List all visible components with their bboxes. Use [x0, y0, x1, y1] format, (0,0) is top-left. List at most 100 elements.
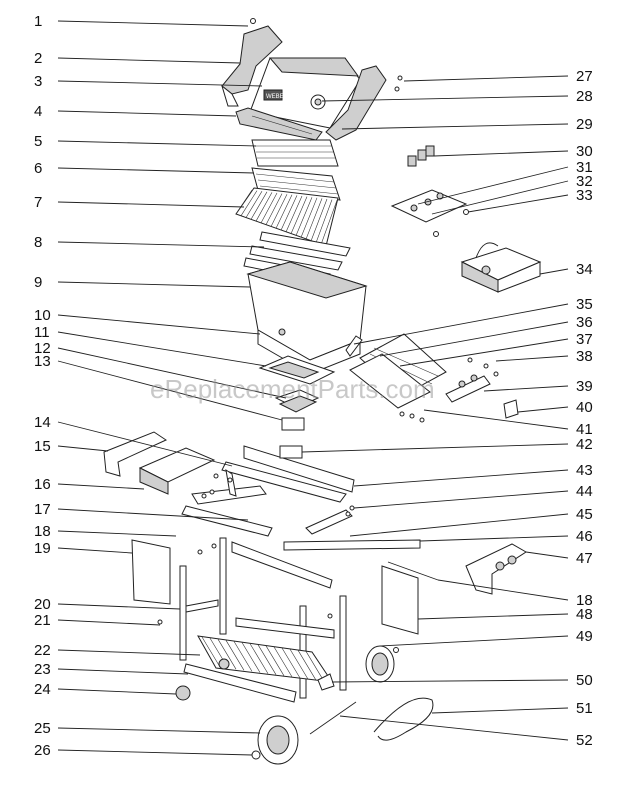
callout-number[interactable]: 16 — [34, 476, 51, 493]
cart-frame-top[interactable] — [181, 461, 421, 551]
callout-number[interactable]: 18 — [34, 523, 51, 540]
callout-number[interactable]: 9 — [34, 274, 42, 291]
callout-number[interactable]: 1 — [34, 13, 42, 30]
lid-front-handle[interactable] — [235, 107, 323, 141]
gas-regulator[interactable] — [460, 242, 542, 293]
callout-number[interactable]: 40 — [576, 399, 593, 416]
callout-number[interactable]: 21 — [34, 612, 51, 629]
callout-number[interactable]: 5 — [34, 133, 42, 150]
callout-number[interactable]: 32 — [576, 173, 593, 190]
callout-number[interactable]: 37 — [576, 331, 593, 348]
panel-screw[interactable] — [463, 209, 469, 215]
lid-handle-left[interactable] — [221, 25, 283, 107]
callout-number[interactable]: 43 — [576, 462, 593, 479]
front-panel[interactable] — [243, 445, 355, 493]
callout-number[interactable]: 33 — [576, 187, 593, 204]
callout-number[interactable]: 10 — [34, 307, 51, 324]
burner-tubes[interactable] — [349, 333, 447, 409]
leader-line — [57, 80, 263, 87]
burner-screws[interactable] — [399, 411, 425, 423]
callout-number[interactable]: 7 — [34, 194, 42, 211]
leader-line — [57, 241, 265, 248]
callout-number[interactable]: 29 — [576, 116, 593, 133]
callout-number[interactable]: 22 — [34, 642, 51, 659]
lid-screw[interactable] — [250, 18, 256, 24]
bottom-shelf[interactable] — [197, 635, 334, 683]
control-panel-trim[interactable] — [465, 543, 527, 595]
control-knobs[interactable] — [407, 145, 435, 167]
callout-number[interactable]: 31 — [576, 159, 593, 176]
cookbox[interactable] — [246, 261, 368, 375]
tank-bracket[interactable] — [317, 673, 335, 691]
cart-screws[interactable] — [201, 473, 355, 517]
callout-number[interactable]: 14 — [34, 414, 51, 431]
shelf-wire — [233, 641, 253, 672]
callout-number[interactable]: 13 — [34, 353, 51, 370]
manifold[interactable] — [445, 374, 491, 403]
callout-number[interactable]: 50 — [576, 672, 593, 689]
callout-number[interactable]: 48 — [576, 606, 593, 623]
callout-number[interactable]: 24 — [34, 681, 51, 698]
callout-number[interactable]: 6 — [34, 160, 42, 177]
drip-tray[interactable] — [274, 389, 320, 431]
lid-handle-right[interactable] — [325, 65, 387, 141]
cooking-grates[interactable] — [235, 187, 339, 247]
callout-number[interactable]: 52 — [576, 732, 593, 749]
callout-number[interactable]: 20 — [34, 596, 51, 613]
callout-number[interactable]: 28 — [576, 88, 593, 105]
warming-rack[interactable] — [251, 139, 339, 167]
callout-number[interactable]: 45 — [576, 506, 593, 523]
callout-number[interactable]: 18 — [576, 592, 593, 609]
side-panel-left[interactable] — [131, 539, 171, 605]
flavorizer-bars[interactable] — [251, 167, 341, 201]
callout-number[interactable]: 27 — [576, 68, 593, 85]
callout-number[interactable]: 11 — [34, 324, 50, 341]
tank-scale[interactable] — [309, 701, 357, 735]
callout-number[interactable]: 46 — [576, 528, 593, 545]
lid-bolt[interactable] — [397, 75, 403, 81]
callout-number[interactable]: 47 — [576, 550, 593, 567]
control-panel[interactable] — [390, 189, 468, 223]
callout-number[interactable]: 23 — [34, 661, 51, 678]
bracket[interactable] — [503, 399, 519, 419]
igniter-wire[interactable] — [345, 335, 363, 357]
callout-number[interactable]: 41 — [576, 421, 593, 438]
side-panel-right[interactable] — [381, 561, 439, 635]
callout-number[interactable]: 3 — [34, 73, 42, 90]
catch-pan-holder[interactable] — [258, 355, 336, 385]
burner-fasteners[interactable] — [467, 357, 499, 377]
callout-number[interactable]: 49 — [576, 628, 593, 645]
lid-nut[interactable] — [394, 86, 400, 92]
callout-number[interactable]: 26 — [34, 742, 51, 759]
gas-hose[interactable] — [373, 697, 434, 741]
drip-tray-small[interactable] — [279, 445, 303, 459]
wheel-left[interactable] — [257, 715, 299, 765]
frame-pins[interactable] — [157, 543, 333, 625]
wheel-right[interactable] — [365, 645, 399, 683]
callout-number[interactable]: 25 — [34, 720, 51, 737]
callout-number[interactable]: 39 — [576, 378, 593, 395]
callout-number[interactable]: 30 — [576, 143, 593, 160]
callout-number[interactable]: 34 — [576, 261, 593, 278]
callout-number[interactable]: 35 — [576, 296, 593, 313]
callout-number[interactable]: 36 — [576, 314, 593, 331]
knob-single[interactable] — [175, 685, 191, 701]
callout-number[interactable]: 38 — [576, 348, 593, 365]
callout-number[interactable]: 4 — [34, 103, 42, 120]
callout-number[interactable]: 8 — [34, 234, 42, 251]
callout-number[interactable]: 12 — [34, 340, 51, 357]
grill-lid[interactable]: WEBER — [249, 57, 361, 129]
bottom-rail[interactable] — [183, 663, 297, 703]
leader-line — [57, 530, 177, 537]
side-table-left[interactable] — [103, 431, 216, 495]
cabinet-frame[interactable] — [179, 537, 347, 699]
callout-number[interactable]: 44 — [576, 483, 593, 500]
callout-number[interactable]: 15 — [34, 438, 51, 455]
callout-number[interactable]: 17 — [34, 501, 51, 518]
panel-clip[interactable] — [433, 231, 439, 237]
callout-number[interactable]: 2 — [34, 50, 42, 67]
callout-number[interactable]: 42 — [576, 436, 593, 453]
callout-number[interactable]: 51 — [576, 700, 593, 717]
hubcap[interactable] — [251, 750, 261, 760]
callout-number[interactable]: 19 — [34, 540, 51, 557]
